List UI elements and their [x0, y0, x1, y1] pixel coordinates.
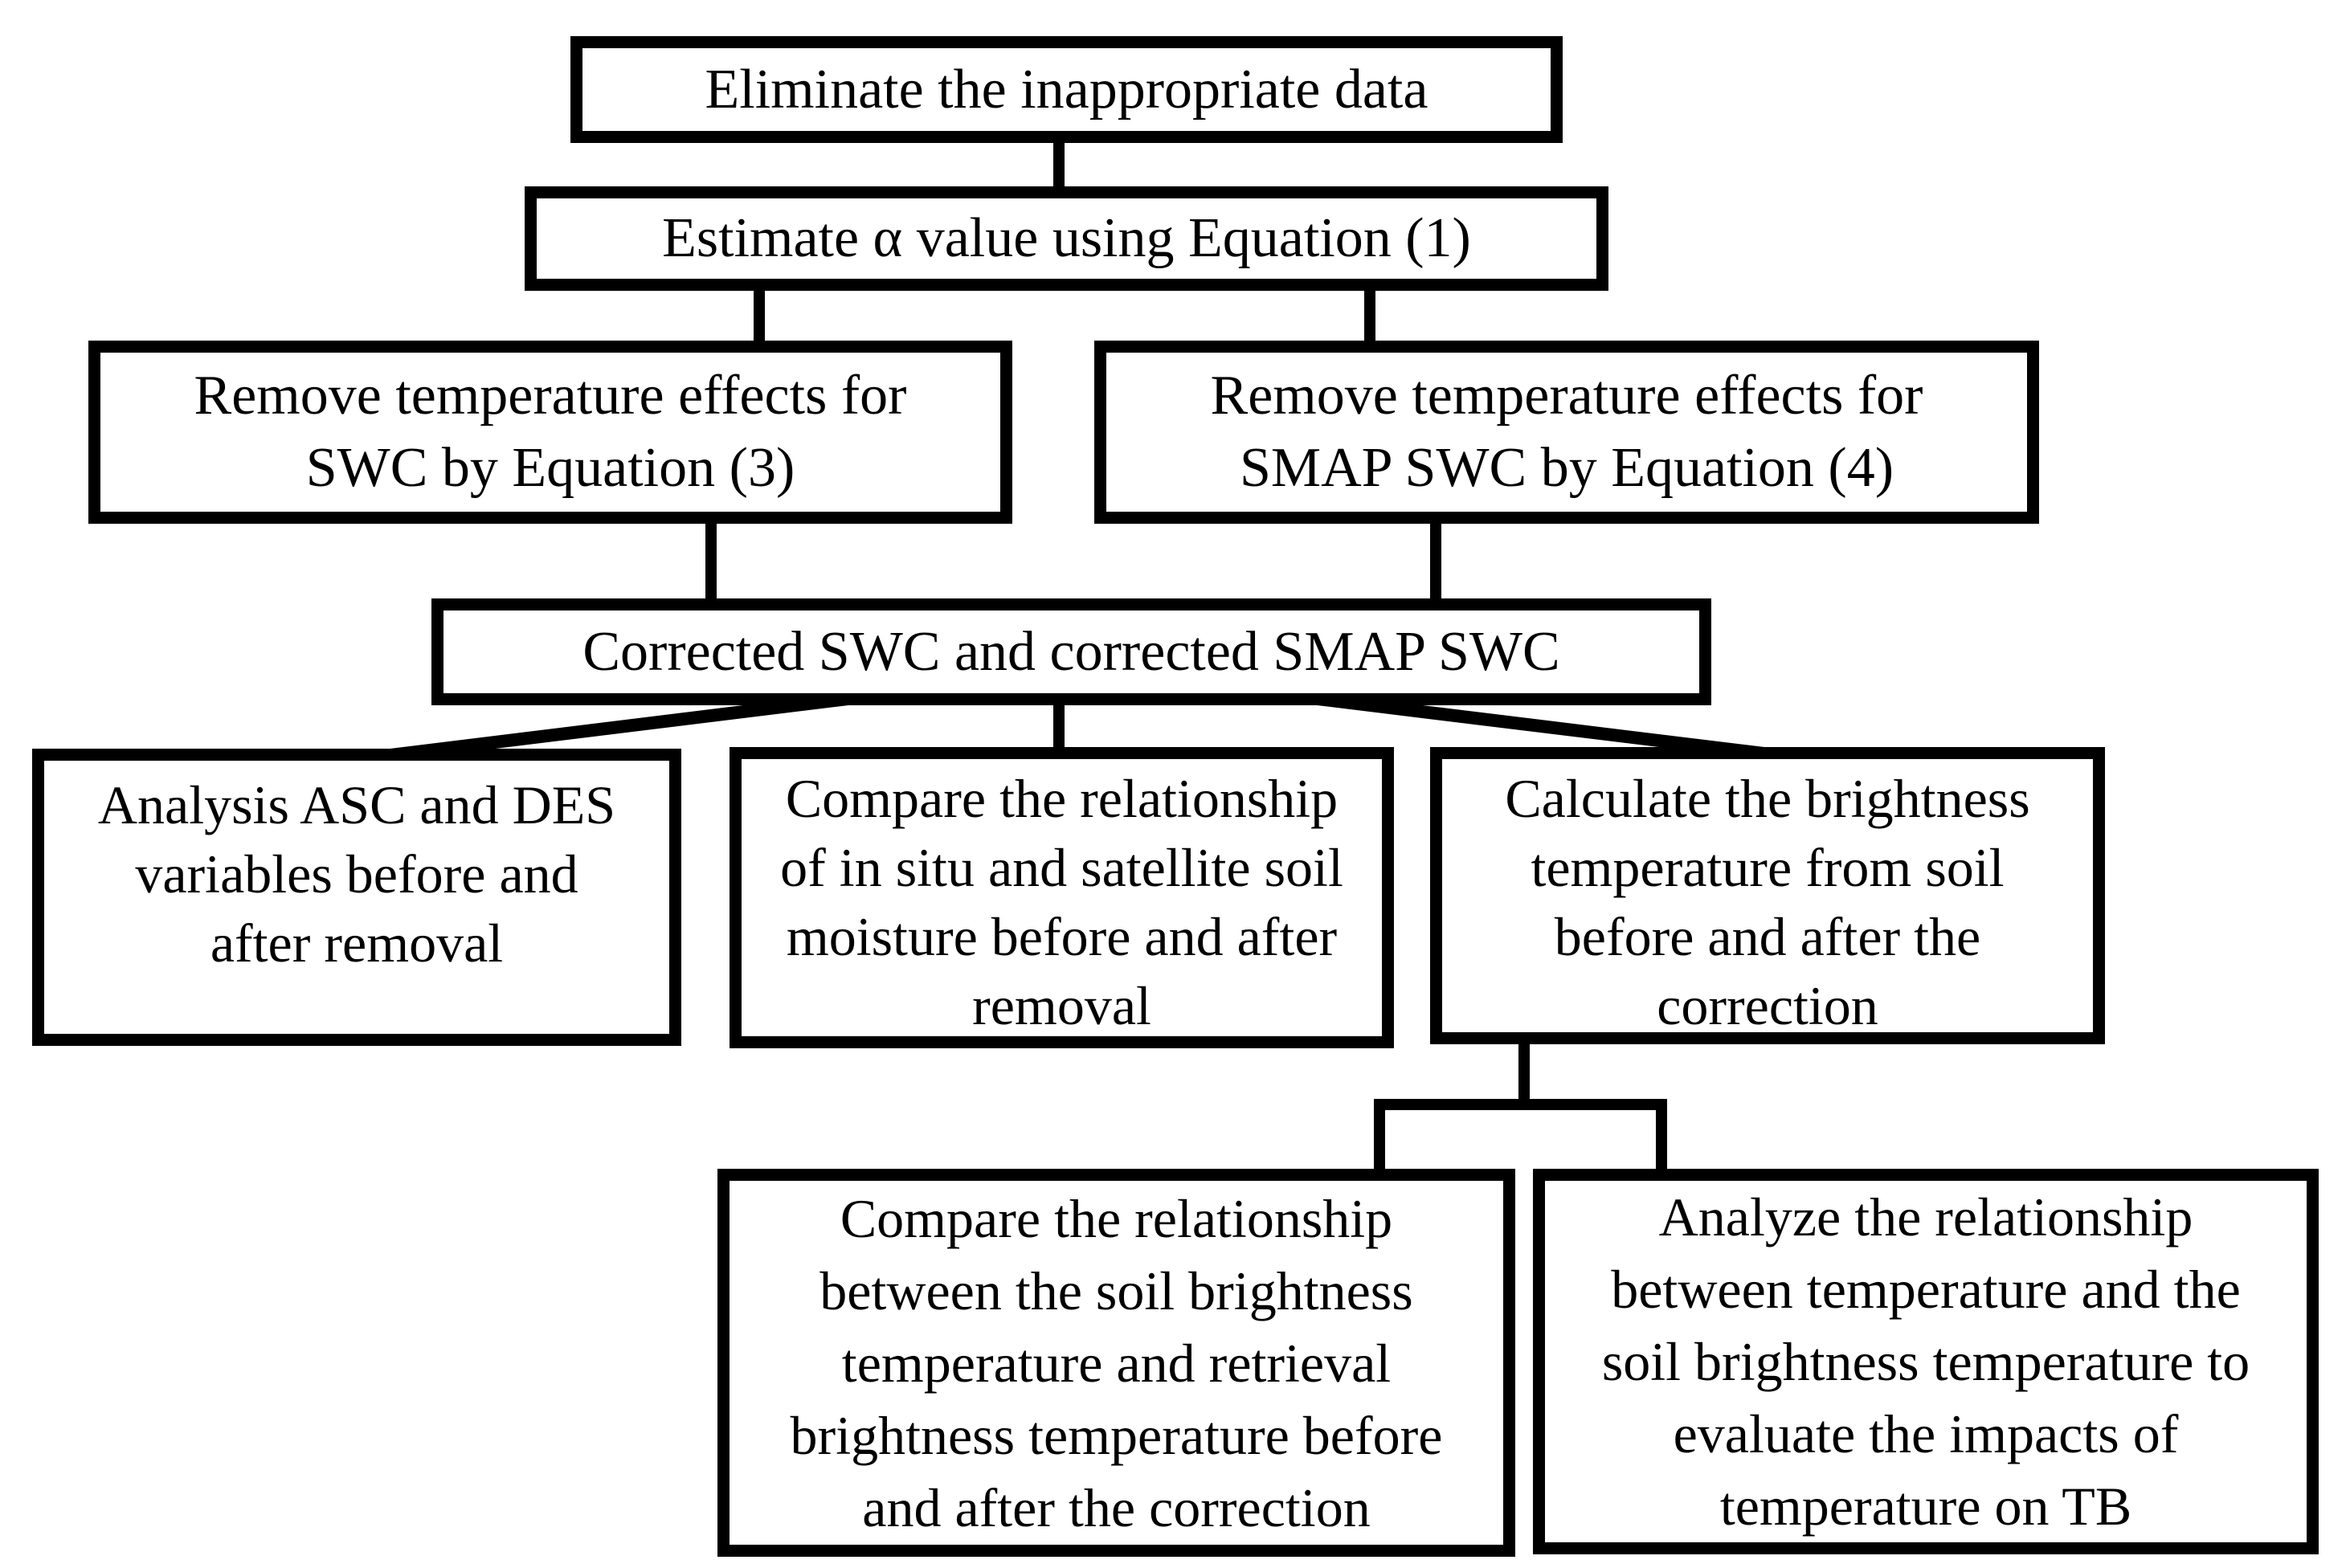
flowchart-node-eliminate-data: Eliminate the inappropriate data [570, 36, 1563, 143]
edge-estimate-to-smap [1364, 283, 1375, 349]
flowchart-node-analysis-asc-des: Analysis ASC and DES variables before an… [32, 749, 681, 1046]
flowchart-node-corrected-swc: Corrected SWC and corrected SMAP SWC [431, 598, 1711, 705]
node-label: Calculate the brightness temperature fro… [1505, 768, 2030, 1036]
edge-calculate-to-tbar [1518, 1038, 1530, 1110]
edge-tbar-to-compare-tb [1374, 1099, 1385, 1177]
node-label: Analysis ASC and DES variables before an… [97, 774, 616, 974]
node-label: Analyze the relationship between tempera… [1601, 1186, 2250, 1537]
node-label: Compare the relationship of in situ and … [780, 768, 1343, 1036]
flowchart-node-analyze-temp-tb: Analyze the relationship between tempera… [1533, 1169, 2319, 1554]
edge-tbar [1374, 1099, 1667, 1110]
node-label: Remove temperature effects for SMAP SWC … [1210, 365, 1923, 499]
flowchart-node-estimate-alpha: Estimate α value using Equation (1) [525, 186, 1608, 291]
node-label: Estimate α value using Equation (1) [662, 207, 1471, 269]
edge-swc-to-corrected [705, 516, 717, 606]
node-label: Remove temperature effects for SWC by Eq… [194, 365, 907, 499]
flowchart-node-remove-temp-swc: Remove temperature effects for SWC by Eq… [88, 341, 1012, 524]
edge-tbar-to-analyze-tb [1656, 1099, 1667, 1177]
flowchart-node-calculate-brightness-temp: Calculate the brightness temperature fro… [1430, 747, 2105, 1044]
edge-eliminate-to-estimate [1053, 135, 1065, 194]
edge-estimate-to-swc [754, 283, 765, 349]
flowchart-node-remove-temp-smap-swc: Remove temperature effects for SMAP SWC … [1094, 341, 2039, 524]
node-label: Compare the relationship between the soi… [790, 1187, 1443, 1538]
flowchart-node-compare-insitu-satellite: Compare the relationship of in situ and … [730, 747, 1394, 1048]
flowchart-node-compare-tb-retrieval: Compare the relationship between the soi… [717, 1169, 1515, 1557]
edge-corrected-to-compare [1053, 697, 1065, 755]
edge-corrected-to-analysis-diagonal [377, 692, 848, 763]
edge-smap-to-corrected [1430, 516, 1441, 606]
node-label: Eliminate the inappropriate data [705, 58, 1428, 120]
node-label: Corrected SWC and corrected SMAP SWC [582, 620, 1560, 683]
